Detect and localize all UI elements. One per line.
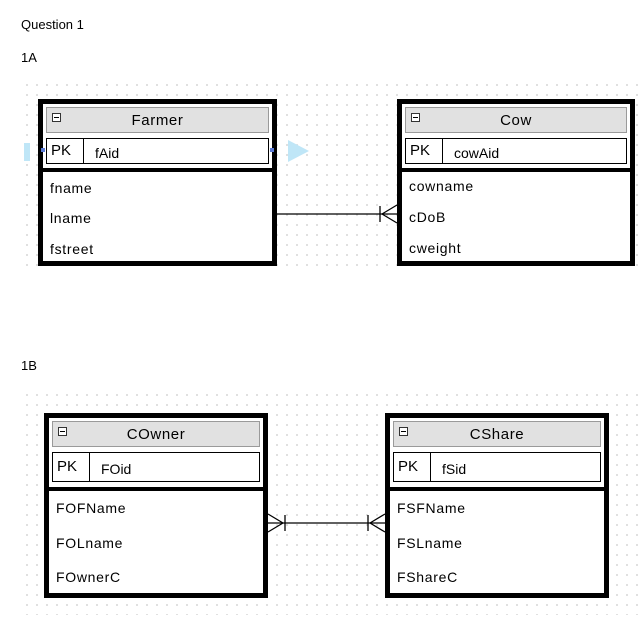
attribute-item[interactable]: fstreet (50, 241, 94, 257)
entity-cow[interactable]: Cow PK cowAid cowname cDoB cweight (397, 99, 635, 266)
collapse-icon[interactable] (58, 427, 67, 436)
pk-field: FOid (101, 461, 132, 477)
pk-separator (442, 139, 443, 163)
left-arrow-hint-icon (24, 143, 30, 161)
entity-title: Cow (500, 112, 532, 129)
entity-header[interactable]: COwner (52, 421, 260, 447)
attribute-item[interactable]: FShareC (397, 569, 458, 585)
pk-field: fAid (95, 145, 120, 161)
selection-handle-left[interactable] (41, 148, 45, 152)
entity-farmer[interactable]: Farmer PK fAid fname lname fstreet (38, 99, 277, 266)
attribute-item[interactable]: FOwnerC (56, 569, 121, 585)
attribute-divider (43, 168, 272, 172)
pk-field: cowAid (454, 145, 500, 161)
attribute-item[interactable]: FOLname (56, 535, 124, 551)
entity-title: COwner (126, 426, 186, 443)
crows-foot-many-left-icon (267, 513, 286, 533)
pk-label: PK (410, 142, 431, 159)
pk-label: PK (51, 142, 72, 159)
collapse-icon[interactable] (399, 427, 408, 436)
attribute-item[interactable]: FSFName (397, 500, 466, 516)
pk-label: PK (57, 458, 78, 475)
collapse-icon[interactable] (411, 113, 420, 122)
pk-label: PK (398, 458, 419, 475)
entity-header[interactable]: CShare (393, 421, 601, 447)
pk-separator (430, 453, 431, 481)
entity-header[interactable]: Cow (405, 107, 627, 133)
entity-title: Farmer (131, 112, 184, 129)
attribute-item[interactable]: fname (50, 180, 93, 196)
entity-title: CShare (469, 426, 525, 443)
section-label-1b: 1B (21, 358, 37, 373)
section-label-1a: 1A (21, 50, 37, 65)
pk-separator (89, 453, 90, 481)
entity-cshare[interactable]: CShare PK fSid FSFName FSLname FShareC (385, 413, 609, 598)
attribute-item[interactable]: cDoB (409, 209, 447, 225)
right-arrow-hint-icon (288, 140, 309, 162)
attribute-item[interactable]: cweight (409, 240, 462, 256)
pk-row[interactable]: PK cowAid (405, 138, 627, 164)
attribute-divider (402, 168, 630, 172)
question-heading: Question 1 (21, 17, 84, 32)
attribute-item[interactable]: cowname (409, 178, 474, 194)
crows-foot-many-right-icon (367, 513, 386, 533)
pk-row[interactable]: PK fAid (46, 138, 269, 164)
pk-separator (83, 139, 84, 163)
entity-cowner[interactable]: COwner PK FOid FOFName FOLname FOwnerC (44, 413, 268, 598)
pk-row[interactable]: PK FOid (52, 452, 260, 482)
collapse-icon[interactable] (52, 113, 61, 122)
attribute-divider (390, 487, 604, 491)
attribute-item[interactable]: FSLname (397, 535, 463, 551)
selection-handle-right[interactable] (270, 148, 274, 152)
attribute-item[interactable]: lname (50, 210, 92, 226)
pk-field: fSid (442, 461, 467, 477)
attribute-item[interactable]: FOFName (56, 500, 127, 516)
pk-row[interactable]: PK fSid (393, 452, 601, 482)
crows-foot-many-icon (379, 204, 398, 224)
entity-header[interactable]: Farmer (46, 107, 269, 133)
attribute-divider (49, 487, 263, 491)
